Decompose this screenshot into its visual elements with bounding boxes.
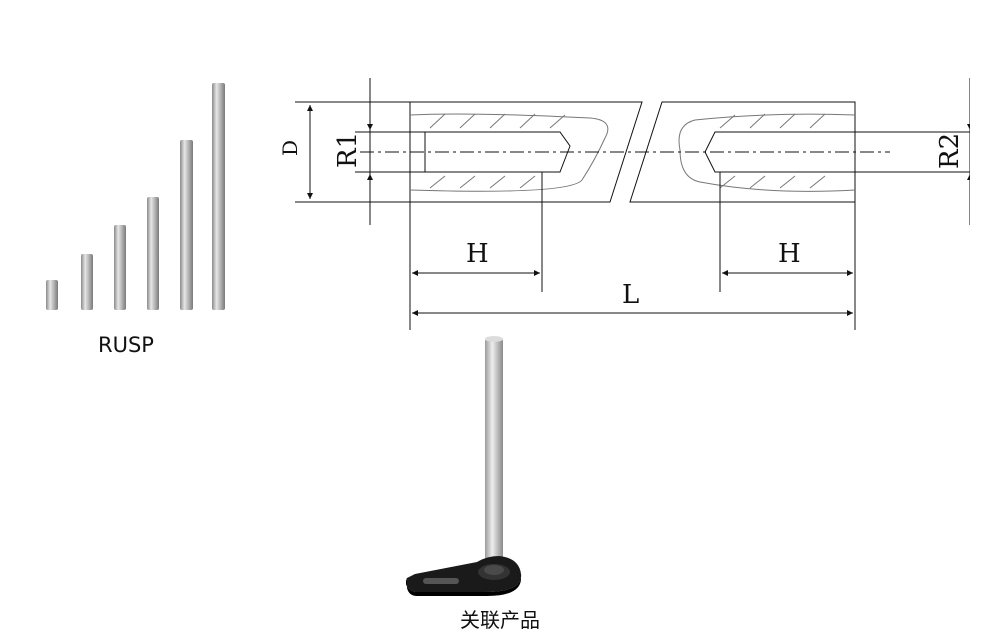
related-products-label: 关联产品 — [460, 608, 540, 632]
rod-1 — [46, 280, 58, 310]
label-h-right: H — [778, 239, 801, 269]
related-product-photo — [406, 336, 522, 596]
rod-product-photo — [46, 83, 225, 310]
rod-6 — [212, 83, 225, 310]
label-h-left: H — [466, 239, 489, 269]
label-d: D — [278, 140, 302, 156]
dimension-drawing: D R1 R2 H H L — [278, 78, 970, 330]
label-r2: R2 — [935, 133, 965, 169]
label-l: L — [622, 280, 639, 310]
rod-5 — [180, 140, 193, 310]
series-label: RUSP — [98, 333, 154, 357]
left-body-outline — [409, 101, 643, 203]
label-r1: R1 — [333, 132, 363, 168]
rod-4 — [147, 197, 159, 310]
rod-3 — [114, 225, 126, 310]
rod-2 — [81, 254, 93, 310]
post-rod — [485, 338, 503, 570]
